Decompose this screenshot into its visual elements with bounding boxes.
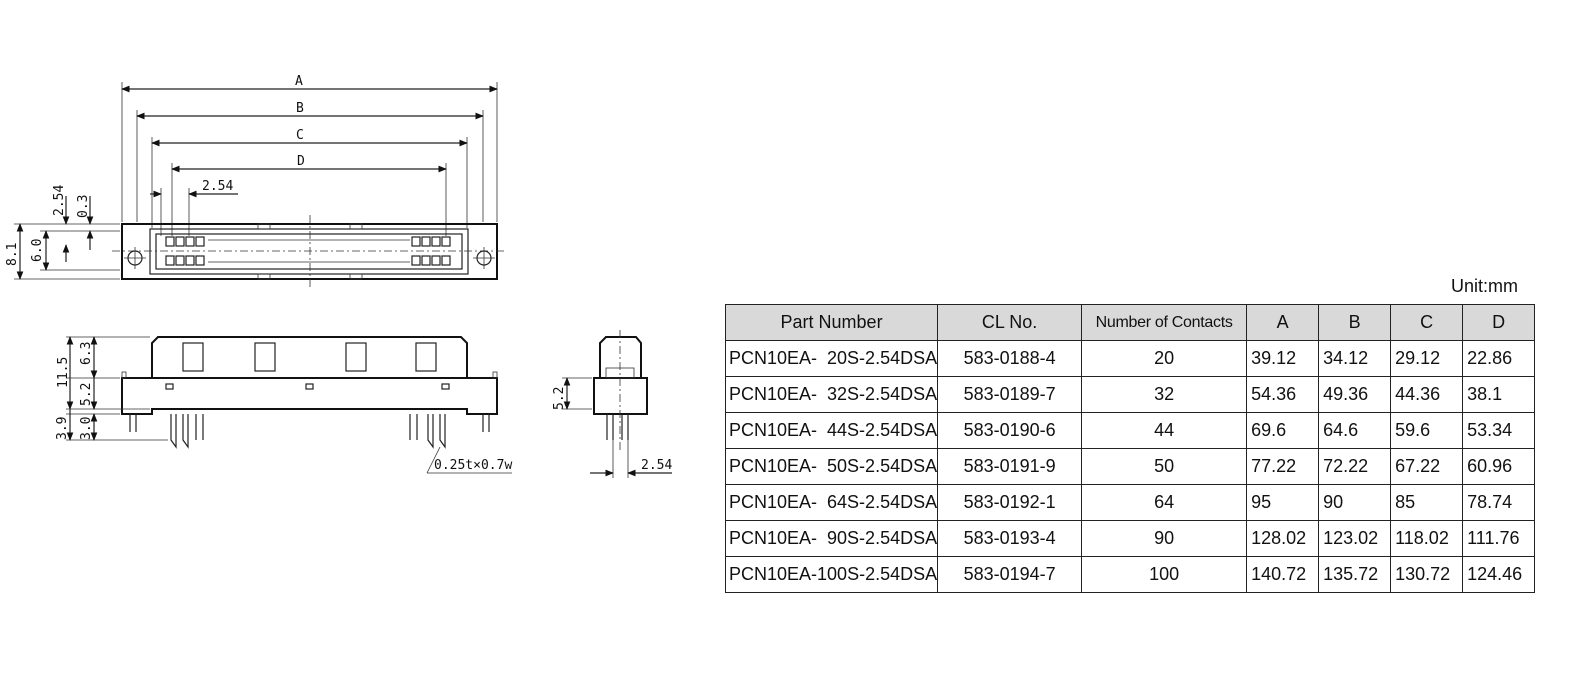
cell-cl-no: 583-0190-6 (937, 412, 1083, 449)
cell-b: 135.72 (1318, 556, 1392, 593)
table-row: PCN10EA-100S-2.54DSA 583-0194-7 100 140.… (724, 556, 1536, 593)
header-number-of-contacts: Number of Contacts (1081, 304, 1248, 341)
dim-6-3-label: 6.3 (79, 342, 94, 365)
dim-d-label: D (297, 154, 305, 169)
cell-contacts: 50 (1081, 448, 1248, 485)
cell-cl-no: 583-0188-4 (937, 340, 1083, 377)
pin-size-label: 0.25t×0.7w (434, 458, 512, 473)
cell-part-number: PCN10EA- 64S-2.54DSA (724, 484, 939, 521)
cell-part-number: PCN10EA- 50S-2.54DSA (724, 448, 939, 485)
cell-cl-no: 583-0193-4 (937, 520, 1083, 557)
cell-c: 67.22 (1390, 448, 1464, 485)
side-view: 5.2 2.54 (552, 330, 672, 478)
header-b: B (1318, 304, 1392, 341)
cell-part-number: PCN10EA- 90S-2.54DSA (724, 520, 939, 557)
dim-a-label: A (295, 74, 303, 89)
top-view: A B C D 2.54 (5, 74, 507, 288)
cell-c: 29.12 (1390, 340, 1464, 377)
cell-part-number: PCN10EA- 20S-2.54DSA (724, 340, 939, 377)
cell-c: 59.6 (1390, 412, 1464, 449)
cell-a: 77.22 (1246, 448, 1320, 485)
cell-part-number: PCN10EA-100S-2.54DSA (724, 556, 939, 593)
dim-0-3-label: 0.3 (76, 195, 91, 218)
dim-3-9-label: 3.9 (55, 417, 70, 440)
header-d: D (1462, 304, 1536, 341)
cell-cl-no: 583-0191-9 (937, 448, 1083, 485)
dimension-table: Part Number CL No. Number of Contacts A … (724, 304, 1536, 593)
cell-contacts: 20 (1081, 340, 1248, 377)
table-row: PCN10EA- 50S-2.54DSA 583-0191-9 50 77.22… (724, 448, 1536, 485)
cell-b: 72.22 (1318, 448, 1392, 485)
dim-2-54-v-label: 2.54 (52, 185, 67, 216)
dim-b-label: B (296, 101, 304, 116)
cell-b: 49.36 (1318, 376, 1392, 413)
side-dim-5-2-label: 5.2 (552, 387, 567, 410)
unit-label: Unit:mm (1451, 276, 1518, 296)
dim-3-0-label: 3.0 (79, 417, 94, 440)
cell-a: 69.6 (1246, 412, 1320, 449)
dim-5-2-label: 5.2 (79, 383, 94, 406)
table-row: PCN10EA- 32S-2.54DSA 583-0189-7 32 54.36… (724, 376, 1536, 413)
cell-b: 34.12 (1318, 340, 1392, 377)
table-row: PCN10EA- 44S-2.54DSA 583-0190-6 44 69.6 … (724, 412, 1536, 449)
cell-b: 64.6 (1318, 412, 1392, 449)
table-row: PCN10EA- 90S-2.54DSA 583-0193-4 90 128.0… (724, 520, 1536, 557)
dim-8-1-label: 8.1 (5, 243, 20, 266)
cell-b: 123.02 (1318, 520, 1392, 557)
cell-d: 111.76 (1462, 520, 1536, 557)
cell-a: 140.72 (1246, 556, 1320, 593)
cell-a: 54.36 (1246, 376, 1320, 413)
side-dim-2-54-label: 2.54 (641, 458, 672, 473)
cell-d: 38.1 (1462, 376, 1536, 413)
cell-d: 78.74 (1462, 484, 1536, 521)
header-a: A (1246, 304, 1320, 341)
cell-c: 130.72 (1390, 556, 1464, 593)
cell-contacts: 44 (1081, 412, 1248, 449)
cell-c: 44.36 (1390, 376, 1464, 413)
front-view: 11.5 6.3 5.2 3.9 3.0 0.25t×0.7w (55, 336, 512, 474)
cell-d: 60.96 (1462, 448, 1536, 485)
dim-c-label: C (296, 128, 304, 143)
cell-a: 128.02 (1246, 520, 1320, 557)
header-c: C (1390, 304, 1464, 341)
table-row: PCN10EA- 64S-2.54DSA 583-0192-1 64 95 90… (724, 484, 1536, 521)
dim-pitch-label: 2.54 (202, 179, 233, 194)
table-header-row: Part Number CL No. Number of Contacts A … (724, 304, 1536, 341)
cell-a: 95 (1246, 484, 1320, 521)
dim-6-0-label: 6.0 (30, 239, 45, 262)
dim-11-5-label: 11.5 (56, 357, 71, 388)
cell-contacts: 90 (1081, 520, 1248, 557)
header-cl-no: CL No. (937, 304, 1083, 341)
cell-d: 124.46 (1462, 556, 1536, 593)
cell-cl-no: 583-0192-1 (937, 484, 1083, 521)
cell-part-number: PCN10EA- 44S-2.54DSA (724, 412, 939, 449)
header-part-number: Part Number (724, 304, 939, 341)
cell-contacts: 64 (1081, 484, 1248, 521)
cell-contacts: 100 (1081, 556, 1248, 593)
cell-cl-no: 583-0194-7 (937, 556, 1083, 593)
cell-a: 39.12 (1246, 340, 1320, 377)
cell-cl-no: 583-0189-7 (937, 376, 1083, 413)
cell-d: 53.34 (1462, 412, 1536, 449)
table-row: PCN10EA- 20S-2.54DSA 583-0188-4 20 39.12… (724, 340, 1536, 377)
cell-part-number: PCN10EA- 32S-2.54DSA (724, 376, 939, 413)
cell-b: 90 (1318, 484, 1392, 521)
cell-d: 22.86 (1462, 340, 1536, 377)
connector-dimension-drawing: A B C D 2.54 (5, 74, 672, 478)
cell-c: 118.02 (1390, 520, 1464, 557)
cell-contacts: 32 (1081, 376, 1248, 413)
cell-c: 85 (1390, 484, 1464, 521)
